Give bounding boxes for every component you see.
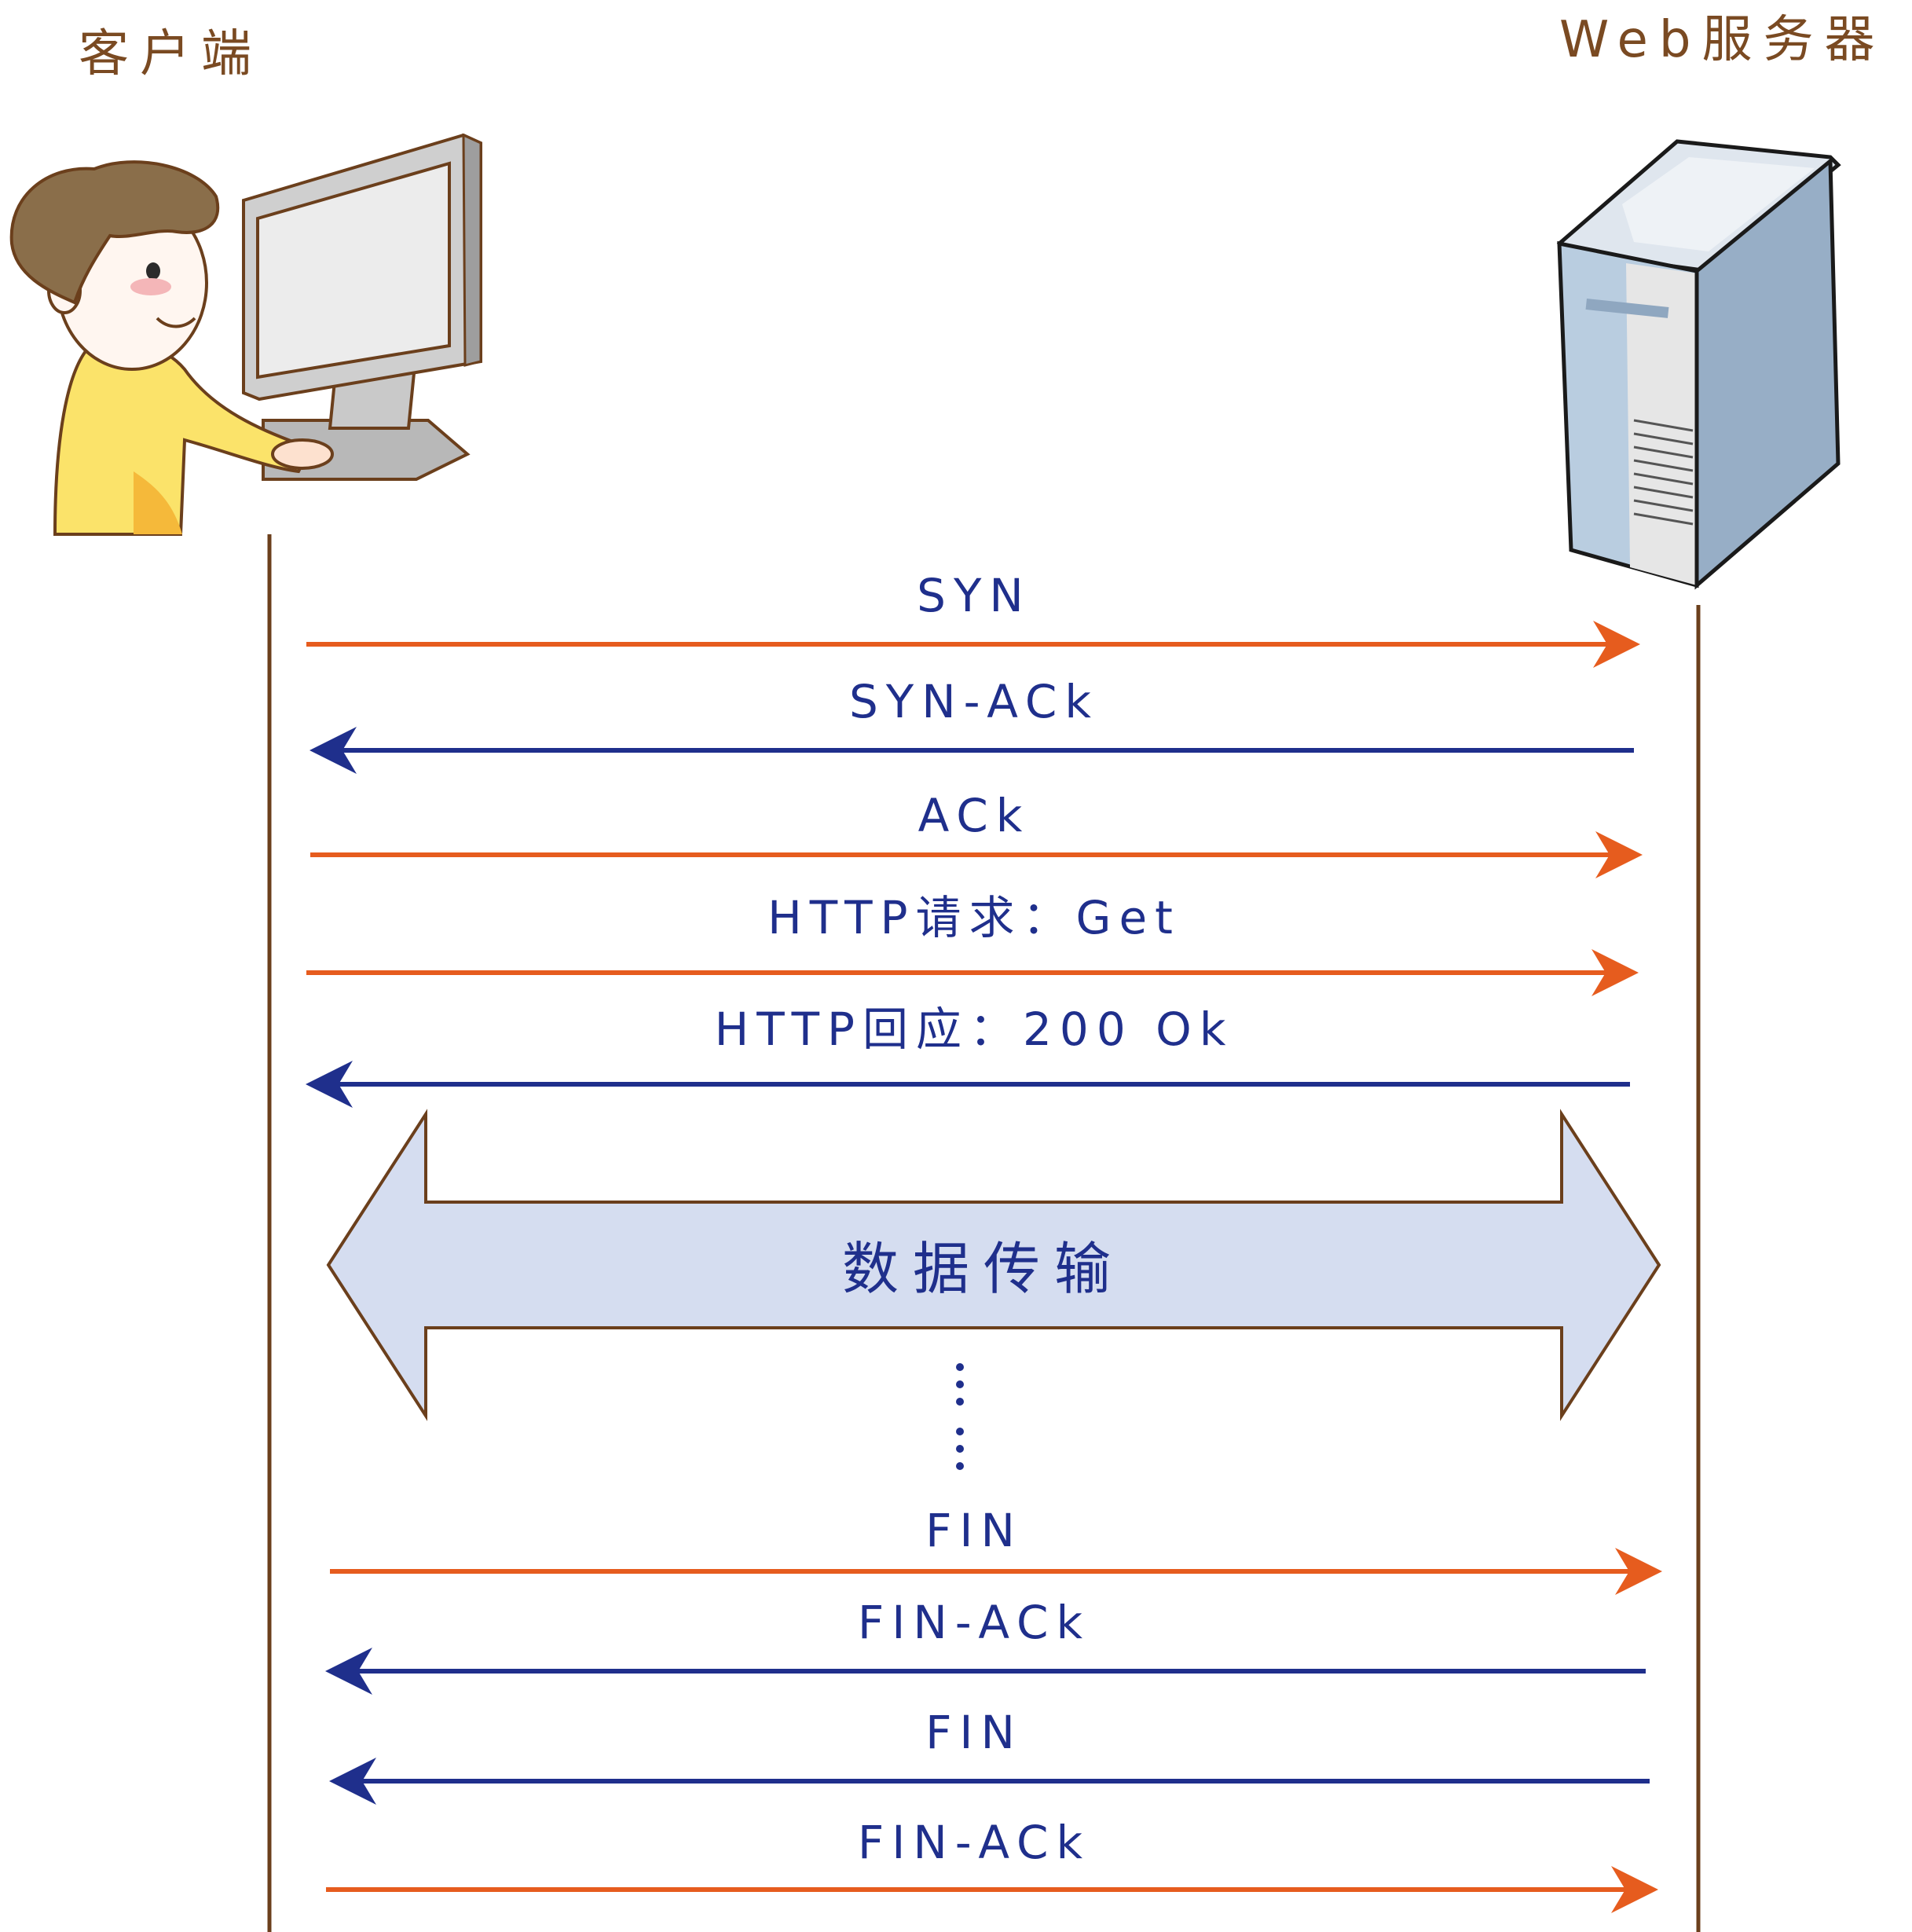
message-label-8: FIN [925, 1706, 1023, 1759]
server-title: Web服务器 [1559, 11, 1886, 69]
message-label-2: SYN-ACk [849, 675, 1099, 728]
message-label-1: SYN [917, 569, 1031, 622]
data-transfer-arrow: 数据传输 [326, 1109, 1661, 1421]
person-at-computer-icon [9, 133, 482, 536]
continuation-ellipsis [956, 1363, 964, 1470]
server-tower-icon [1556, 139, 1841, 590]
message-label-5: HTTP回应：200 Ok [715, 1003, 1234, 1056]
message-label-7: FIN-ACk [858, 1596, 1090, 1649]
message-label-3: ACk [918, 789, 1031, 842]
message-label-6: FIN [925, 1504, 1023, 1557]
client-title: 客户端 [79, 25, 262, 83]
message-label-9: FIN-ACk [858, 1816, 1090, 1869]
data-transfer-label: 数据传输 [842, 1236, 1125, 1302]
message-label-4: HTTP请求：Get [767, 891, 1181, 944]
